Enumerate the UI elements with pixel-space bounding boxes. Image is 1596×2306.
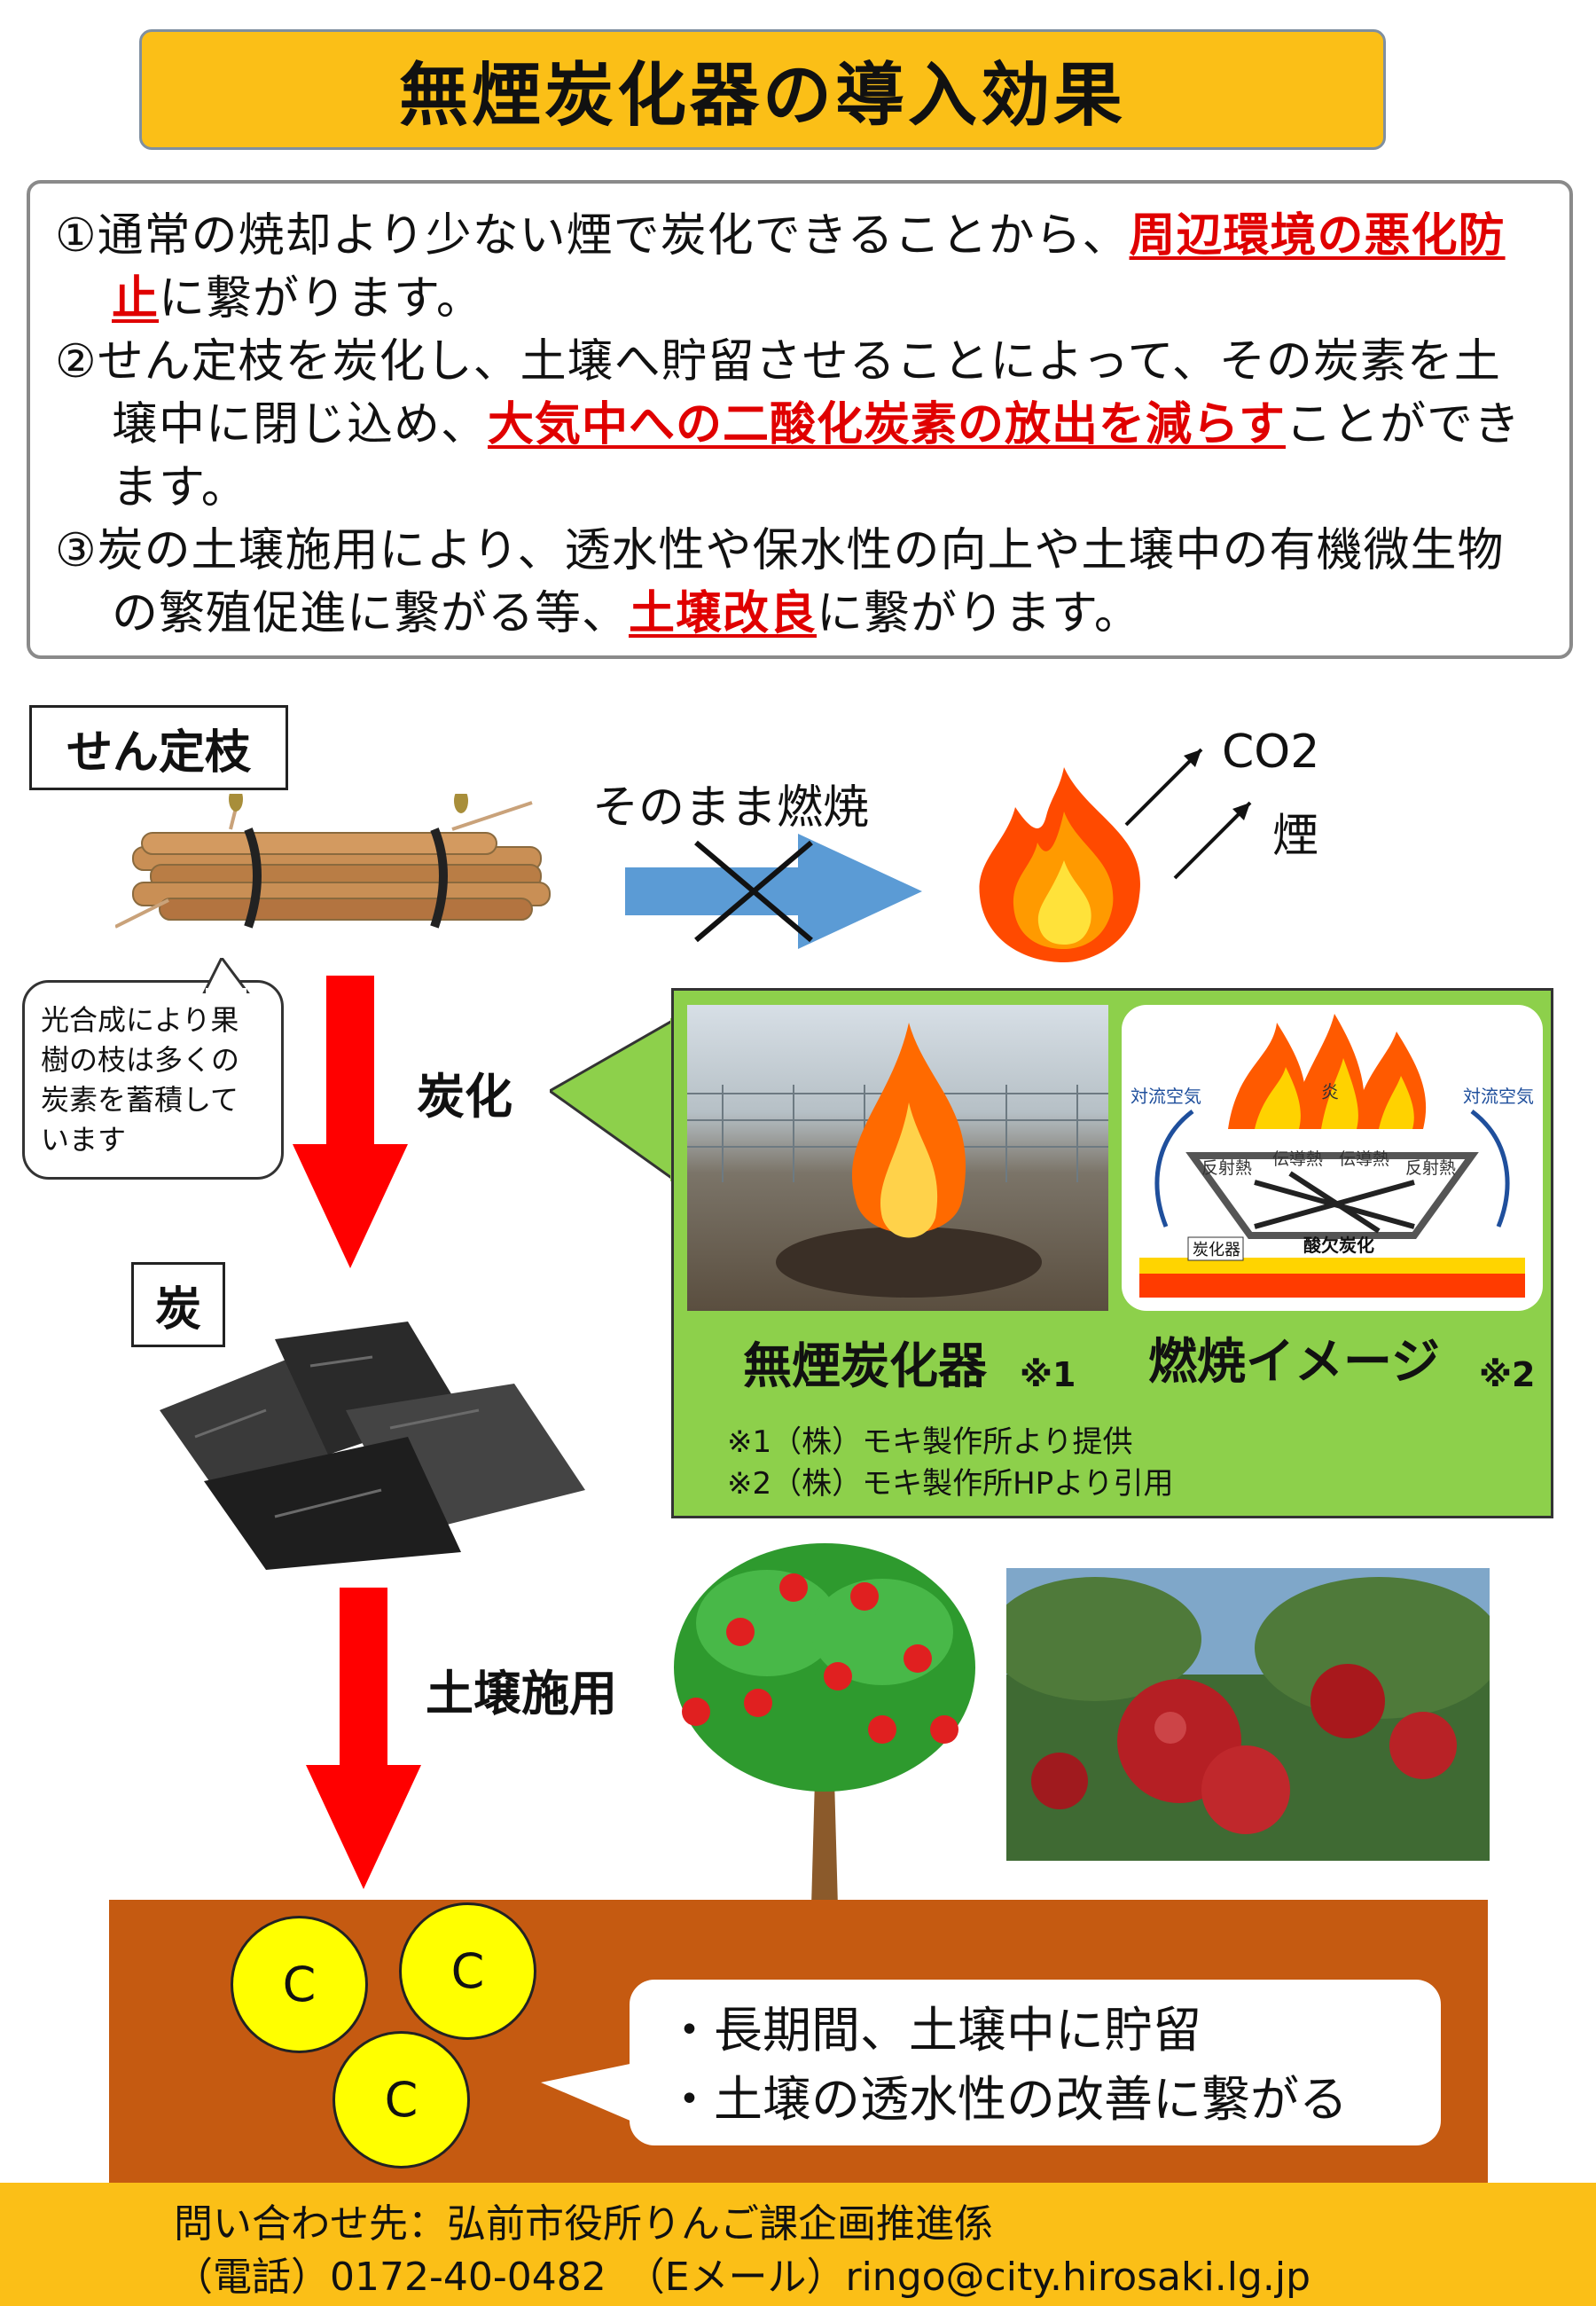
callout-tail-icon bbox=[202, 958, 250, 993]
intro-point-2-suffix: ことができます。 bbox=[112, 398, 1521, 514]
contact-footer: 問い合わせ先：弘前市役所りんご課企画推進係 （電話）0172-40-0482 （… bbox=[0, 2183, 1596, 2306]
intro-point-1-suffix: に繋がります。 bbox=[159, 272, 483, 326]
co2-label: CO2 bbox=[1222, 726, 1320, 779]
soil-effect-1: ・長期間、土壌中に貯留 bbox=[665, 2002, 1202, 2059]
diagram-conduct-left: 伝導熱 bbox=[1272, 1149, 1323, 1169]
page-title: 無煙炭化器の導入効果 bbox=[398, 56, 1126, 136]
apple-orchard-photo bbox=[1006, 1568, 1490, 1861]
charcoal-label: 炭 bbox=[131, 1262, 225, 1347]
fire-icon bbox=[979, 767, 1140, 962]
soil-apply-label: 土壌施用 bbox=[426, 1666, 617, 1722]
contact-phone-email: （電話）0172-40-0482 （Eメール）ringo@city.hirosa… bbox=[174, 2255, 1310, 2300]
panel-pointer-icon bbox=[550, 1017, 683, 1182]
direct-burn-arrow-icon bbox=[625, 834, 922, 949]
source-note-1: ※1（株）モキ製作所より提供 bbox=[727, 1424, 1133, 1460]
carbonize-label: 炭化 bbox=[417, 1069, 512, 1125]
source-note-2: ※2（株）モキ製作所HPより引用 bbox=[727, 1466, 1174, 1502]
soil-effect-2: ・土壌の透水性の改善に繋がる bbox=[665, 2071, 1349, 2128]
diagram-oxygen: 酸欠炭化 bbox=[1303, 1235, 1374, 1256]
intro-point-1-text: ①通常の焼却より少ない煙で炭化できることから、 bbox=[55, 209, 1130, 263]
diagram-device: 炭化器 bbox=[1193, 1241, 1240, 1259]
soil-callout-tail-icon bbox=[541, 2062, 638, 2124]
caption-burn-note: ※2 bbox=[1479, 1355, 1536, 1394]
intro-point-2: ②せん定枝を炭化し、土壌へ貯留させることによって、その炭素を土壌中に閉じ込め、大… bbox=[55, 331, 1545, 520]
carbonize-arrow-icon bbox=[293, 976, 408, 1268]
carbon-circle-1: C bbox=[231, 1916, 368, 2053]
title-banner: 無煙炭化器の導入効果 bbox=[139, 29, 1386, 150]
intro-box: ①通常の焼却より少ない煙で炭化できることから、周辺環境の悪化防止に繋がります。 … bbox=[27, 180, 1573, 659]
branches-label: せん定枝 bbox=[29, 705, 288, 790]
diagram-radiant-right: 反射熱 bbox=[1405, 1158, 1456, 1178]
carbonizer-photo bbox=[687, 1005, 1108, 1311]
direct-burn-label: そのまま燃焼 bbox=[592, 781, 870, 835]
diagram-radiant-left: 反射熱 bbox=[1201, 1158, 1252, 1178]
intro-point-1: ①通常の焼却より少ない煙で炭化できることから、周辺環境の悪化防止に繋がります。 bbox=[55, 205, 1545, 331]
intro-point-3-text: ③炭の土壌施用により、透水性や保水性の向上や土壌中の有機微生物の繁殖促進に繋がる… bbox=[55, 524, 1505, 640]
diagram-conduct-right: 伝導熱 bbox=[1339, 1149, 1389, 1169]
intro-point-3-suffix: に繋がります。 bbox=[817, 587, 1141, 640]
contact-department: 問い合わせ先：弘前市役所りんご課企画推進係 bbox=[174, 2201, 993, 2247]
photosynthesis-callout: 光合成により果樹の枝は多くの炭素を蓄積しています bbox=[22, 980, 284, 1180]
intro-point-1-highlight: 周辺環境の悪化防止 bbox=[112, 209, 1506, 326]
intro-point-2-highlight: 大気中への二酸化炭素の放出を減らす bbox=[488, 398, 1286, 451]
carbon-circle-2: C bbox=[399, 1902, 536, 2040]
caption-device-note: ※1 bbox=[1020, 1355, 1076, 1394]
intro-point-3-highlight: 土壌改良 bbox=[629, 587, 818, 640]
soil-effects-box: ・長期間、土壌中に貯留 ・土壌の透水性の改善に繋がる bbox=[630, 1980, 1441, 2145]
combustion-diagram: 対流空気 対流空気 炎 反射熱 伝導熱 伝導熱 反射熱 酸欠炭化 炭化器 bbox=[1122, 1005, 1543, 1311]
branches-bundle-icon bbox=[115, 794, 551, 929]
smoke-label: 煙 bbox=[1272, 810, 1319, 863]
caption-burn: 燃焼イメージ bbox=[1148, 1333, 1440, 1390]
diagram-convection-left: 対流空気 bbox=[1130, 1086, 1201, 1107]
carbon-circle-3: C bbox=[332, 2031, 470, 2169]
apple-tree-icon bbox=[674, 1543, 975, 1907]
caption-device: 無煙炭化器 bbox=[743, 1337, 988, 1394]
diagram-convection-right: 対流空気 bbox=[1463, 1086, 1534, 1107]
diagram-flame: 炎 bbox=[1321, 1081, 1339, 1102]
emission-arrows-icon bbox=[1124, 748, 1252, 880]
intro-point-3: ③炭の土壌施用により、透水性や保水性の向上や土壌中の有機微生物の繁殖促進に繋がる… bbox=[55, 520, 1545, 646]
charcoal-icon bbox=[160, 1322, 585, 1570]
soil-apply-arrow-icon bbox=[306, 1588, 421, 1889]
intro-point-2-text: ②せん定枝を炭化し、土壌へ貯留させることによって、その炭素を土壌中に閉じ込め、 bbox=[55, 335, 1501, 451]
